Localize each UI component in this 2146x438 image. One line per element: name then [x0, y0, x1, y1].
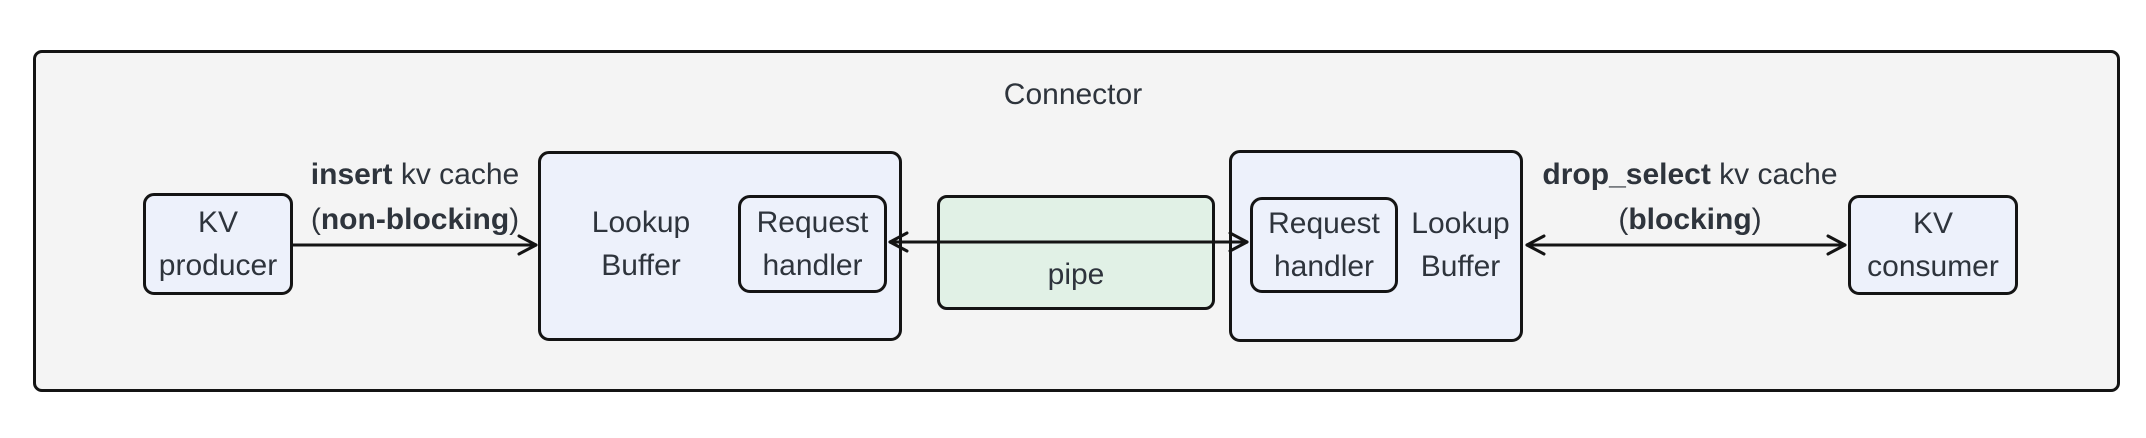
lookup-buffer-left-line1: Lookup — [591, 206, 691, 239]
node-kv-producer: KV producer — [143, 193, 293, 295]
drop-select-edge-label-line1: drop_select kv cache — [1525, 152, 1855, 197]
kv-consumer-label-line1: KV — [1912, 207, 1954, 240]
node-lookup-buffer-left: Lookup Buffer Request handler — [538, 151, 902, 341]
lookup-buffer-left-line2: Buffer — [601, 249, 681, 282]
node-pipe: pipe — [937, 195, 1215, 310]
request-handler-left-line1: Request — [756, 206, 869, 239]
lookup-buffer-left-label: Lookup Buffer — [541, 195, 741, 293]
request-handler-right-line1: Request — [1268, 207, 1380, 240]
request-handler-left-line2: handler — [762, 249, 863, 282]
drop-select-keyword: drop_select — [1542, 158, 1711, 191]
paren-open: ( — [1618, 203, 1629, 236]
lookup-buffer-right-line1: Lookup — [1411, 207, 1510, 240]
insert-keyword: insert — [310, 158, 393, 191]
insert-edge-label: insert kv cache (non-blocking) — [250, 152, 580, 242]
paren-open: ( — [310, 203, 321, 236]
node-request-handler-right: Request handler — [1250, 197, 1398, 293]
pipe-label: pipe — [1047, 258, 1105, 291]
drop-select-edge-label-line2: (blocking) — [1525, 197, 1855, 242]
lookup-buffer-right-label: Lookup Buffer — [1398, 197, 1523, 293]
kv-producer-label-line1: KV — [197, 206, 239, 239]
insert-edge-label-line1: insert kv cache — [250, 152, 580, 197]
connector-title: Connector — [1003, 78, 1143, 111]
insert-rest-text: kv cache — [392, 158, 520, 191]
insert-edge-label-line2: (non-blocking) — [250, 197, 580, 242]
non-blocking-keyword: non-blocking — [320, 203, 510, 236]
lookup-buffer-right-line2: Buffer — [1420, 250, 1501, 283]
kv-consumer-label-line2: consumer — [1867, 250, 1999, 283]
blocking-keyword: blocking — [1628, 203, 1752, 236]
paren-close: ) — [509, 203, 520, 236]
node-kv-consumer: KV consumer — [1848, 195, 2018, 295]
request-handler-right-line2: handler — [1273, 250, 1375, 283]
node-lookup-buffer-right: Request handler Lookup Buffer — [1229, 150, 1523, 342]
kv-producer-label-line2: producer — [158, 249, 278, 282]
node-request-handler-left: Request handler — [738, 195, 887, 293]
paren-close: ) — [1751, 203, 1762, 236]
drop-select-rest-text: kv cache — [1710, 158, 1838, 191]
drop-select-edge-label: drop_select kv cache (blocking) — [1525, 152, 1855, 242]
